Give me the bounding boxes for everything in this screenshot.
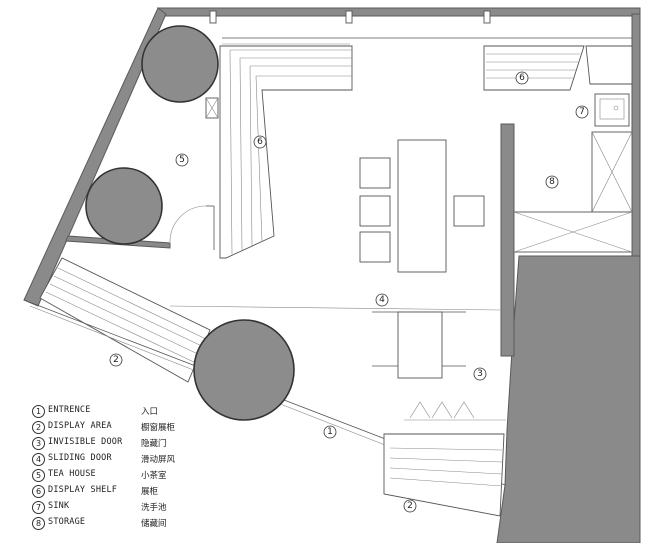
legend-number: 1 [32, 405, 45, 418]
pillar-mid-left [85, 167, 163, 245]
svg-text:3: 3 [477, 369, 483, 379]
legend-number: 3 [32, 437, 45, 450]
legend-row-invisible-door: 3 INVISIBLE DOOR 隐藏门 [32, 436, 232, 452]
display-area-left [39, 257, 211, 383]
planter [404, 401, 506, 421]
tea-house-marker: 5 [175, 153, 189, 167]
legend-label-en: SLIDING DOOR [48, 453, 112, 463]
legend-row-sink: 7 SINK 洗手池 [32, 500, 232, 516]
legend-label-en: TEA HOUSE [48, 469, 96, 479]
mullion-2 [345, 10, 353, 24]
legend-row-display-area: 2 DISPLAY AREA 橱窗展柜 [32, 420, 232, 436]
legend-row-sliding-door: 4 SLIDING DOOR 滑动屏风 [32, 452, 232, 468]
svg-text:2: 2 [113, 355, 119, 365]
stool-1 [359, 157, 391, 189]
legend-label-zh: 小茶室 [141, 471, 167, 481]
legend-label-zh: 隐藏门 [141, 439, 167, 449]
storage-marker: 8 [545, 175, 559, 189]
sink-counter [585, 45, 633, 213]
svg-text:6: 6 [257, 137, 263, 147]
dining-set [359, 139, 485, 273]
legend-label-zh: 橱窗展柜 [141, 423, 176, 433]
legend-label-en: DISPLAY AREA [48, 421, 112, 431]
legend-label-en: ENTRENCE [48, 405, 91, 415]
legend-label-zh: 储藏间 [141, 519, 167, 529]
display-shelf-left [219, 45, 353, 259]
sink-marker: 7 [575, 105, 589, 119]
svg-text:1: 1 [327, 427, 333, 437]
legend-label-zh: 洗手池 [141, 503, 167, 513]
mullion-3 [483, 10, 491, 24]
right-upper-wall [631, 13, 641, 259]
tea-house-door-swing [169, 205, 207, 243]
stool-2 [359, 195, 391, 227]
display-area-bottom [383, 433, 505, 517]
legend-number: 4 [32, 453, 45, 466]
mullion-1 [209, 10, 217, 24]
svg-text:6: 6 [519, 73, 525, 83]
stool-4 [453, 195, 485, 227]
exterior-walls [23, 7, 641, 543]
stool-3 [359, 231, 391, 263]
display-shelf-top [483, 45, 585, 91]
storage-room [513, 211, 633, 253]
legend-label-zh: 入口 [141, 407, 159, 417]
svg-text:8: 8 [549, 177, 555, 187]
legend-number: 6 [32, 485, 45, 498]
legend-number: 2 [32, 421, 45, 434]
invisible-door-marker: 3 [473, 367, 487, 381]
legend-label-en: DISPLAY SHELF [48, 485, 118, 495]
svg-text:4: 4 [379, 295, 385, 305]
legend: 1 ENTRENCE 入口 2 DISPLAY AREA 橱窗展柜 3 INVI… [32, 404, 232, 532]
legend-number: 7 [32, 501, 45, 514]
svg-text:2: 2 [407, 501, 413, 511]
legend-row-entrance: 1 ENTRENCE 入口 [32, 404, 232, 420]
legend-number: 8 [32, 517, 45, 530]
legend-row-display-shelf: 6 DISPLAY SHELF 展柜 [32, 484, 232, 500]
display-shelf-marker-left: 6 [253, 135, 267, 149]
display-area-marker-bottom: 2 [403, 499, 417, 513]
svg-text:5: 5 [179, 155, 185, 165]
storage-partition [500, 123, 515, 357]
legend-label-en: STORAGE [48, 517, 86, 527]
legend-number: 5 [32, 469, 45, 482]
right-structure-block [496, 255, 641, 543]
legend-row-tea-house: 5 TEA HOUSE 小茶室 [32, 468, 232, 484]
sliding-door [169, 305, 501, 379]
legend-label-en: INVISIBLE DOOR [48, 437, 123, 447]
long-table [397, 139, 447, 273]
legend-row-storage: 8 STORAGE 储藏间 [32, 516, 232, 532]
window-mullions [209, 10, 491, 24]
display-shelf-marker-top: 6 [515, 71, 529, 85]
tea-house-items [169, 97, 219, 250]
legend-label-zh: 滑动屏风 [141, 455, 176, 465]
svg-text:7: 7 [579, 107, 585, 117]
sliding-door-marker: 4 [375, 293, 389, 307]
sink-basin [594, 93, 630, 127]
legend-label-en: SINK [48, 501, 70, 511]
pillar-bottom [193, 319, 295, 421]
left-wall [23, 7, 167, 307]
display-area-marker-left: 2 [109, 353, 123, 367]
top-wall [156, 7, 641, 17]
pillar-top-left [141, 25, 219, 103]
entrance-marker: 1 [323, 425, 337, 439]
legend-label-zh: 展柜 [141, 487, 159, 497]
